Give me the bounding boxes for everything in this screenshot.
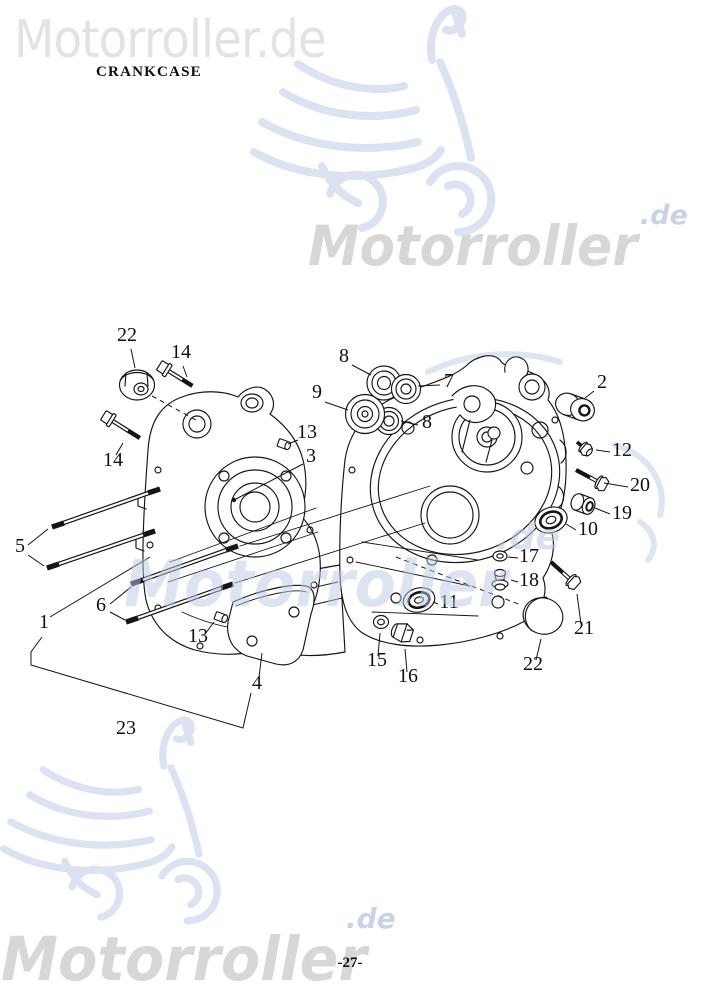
leader-line (535, 638, 542, 661)
leader-line (400, 420, 419, 426)
leader-line (576, 593, 582, 625)
leader-line (287, 439, 299, 445)
drain-plug-16 (390, 623, 414, 643)
callout-5: 5 (15, 535, 25, 557)
leader-line (404, 648, 408, 673)
leader-line (595, 449, 611, 453)
leader-line (115, 442, 124, 456)
dashed-leader (395, 556, 522, 606)
diagram-parts (46, 355, 610, 666)
callout-14: 14 (103, 449, 123, 471)
callout-13: 13 (297, 421, 317, 443)
flange-bolt-14 (156, 360, 194, 388)
screw-18 (491, 568, 509, 591)
callout-15: 15 (367, 649, 387, 671)
leader-line (109, 611, 126, 621)
callout-12: 12 (612, 439, 632, 461)
leader-line (130, 348, 136, 369)
leader-line (507, 556, 519, 559)
callout-1: 1 (39, 611, 49, 633)
leader-line (377, 632, 381, 657)
callout-10: 10 (578, 518, 598, 540)
cap-22 (522, 596, 564, 635)
leader-line (27, 554, 45, 567)
stud (51, 486, 161, 530)
callout-4: 4 (252, 672, 262, 694)
stud (46, 528, 156, 571)
leader-line (49, 556, 151, 618)
callout-16: 16 (398, 665, 418, 687)
callout-7: 7 (444, 370, 454, 392)
ball-bearings (344, 365, 422, 436)
callout-8: 8 (339, 345, 349, 367)
roller-2 (555, 392, 595, 422)
page-number: -27- (337, 955, 363, 971)
oil-seal-11 (402, 587, 436, 613)
leader-line (432, 601, 439, 605)
callout-22: 22 (117, 324, 137, 346)
callout-17: 17 (519, 545, 539, 567)
bolt-21 (549, 560, 582, 591)
leader-line (603, 482, 629, 488)
leader-line (417, 384, 441, 387)
callout-3: 3 (306, 445, 316, 467)
scooter-watermark-center-hints (425, 351, 665, 563)
leader-line (584, 390, 595, 399)
cap-nut-22 (118, 369, 156, 401)
washer-15 (372, 614, 390, 630)
stud (130, 543, 239, 587)
leader-line (235, 463, 304, 500)
callout-18: 18 (519, 569, 539, 591)
callout-9: 9 (312, 381, 322, 403)
washer-17 (492, 550, 508, 562)
callout-2: 2 (597, 371, 607, 393)
scooter-watermark-top (254, 9, 491, 232)
callout-8: 8 (422, 411, 432, 433)
callout-6: 6 (96, 594, 106, 616)
callout-20: 20 (630, 474, 650, 496)
leader-line (258, 652, 263, 678)
callout-13: 13 (188, 625, 208, 647)
leader-line (510, 579, 519, 583)
callout-14: 14 (171, 341, 191, 363)
long-studs (46, 485, 431, 625)
leader-line (351, 364, 372, 376)
leader-dot (231, 497, 237, 503)
leader-line (204, 621, 215, 635)
stud (125, 581, 234, 625)
dowel-pin-13 (213, 611, 229, 624)
leader-line (565, 523, 577, 531)
scooter-watermark-bottom (4, 720, 218, 921)
collar-19 (570, 493, 596, 515)
bolt-20 (575, 468, 610, 492)
kickstart-lever-detail (451, 385, 501, 463)
bolt-12 (575, 440, 594, 457)
leader-line (27, 528, 49, 546)
bottom-cover (227, 584, 315, 666)
leader-line (594, 507, 611, 515)
callout-19: 19 (612, 502, 632, 524)
oil-seal-10 (534, 506, 568, 534)
flange-bolt-14 (100, 410, 141, 440)
leader-line (324, 401, 349, 411)
callout-23: 23 (116, 717, 136, 739)
callout-11: 11 (439, 591, 458, 613)
leader-line (182, 365, 188, 378)
leader-line (109, 586, 132, 605)
callout-21: 21 (574, 617, 594, 639)
page-title: CRANKCASE (96, 64, 202, 80)
bracket-23 (30, 636, 252, 729)
callout-22: 22 (523, 653, 543, 675)
